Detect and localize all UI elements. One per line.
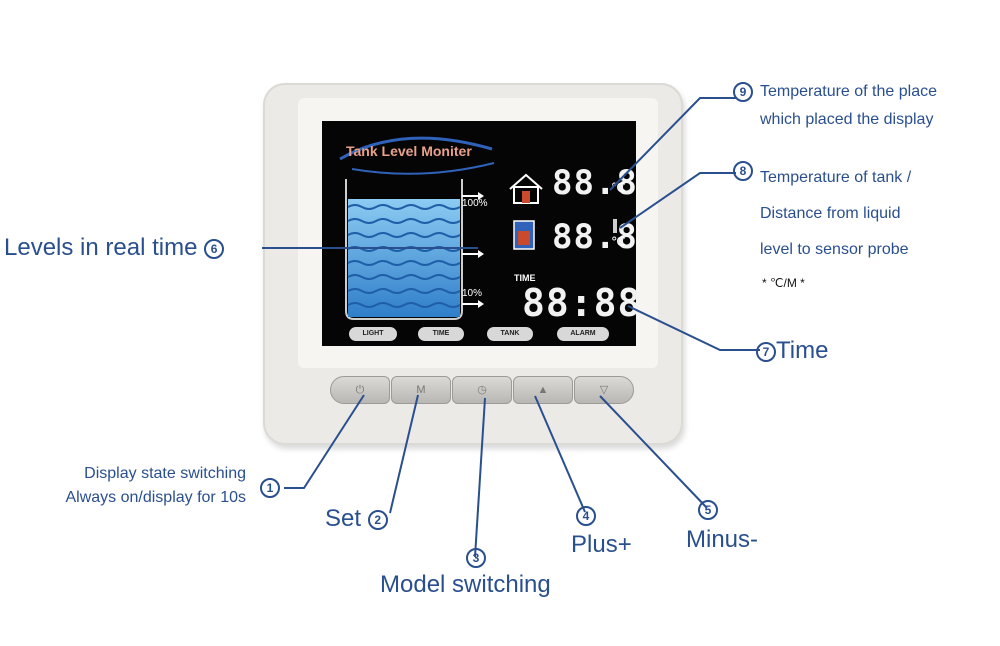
clock-icon: ◷ bbox=[477, 384, 487, 396]
power-icon: ⏻ bbox=[355, 384, 365, 396]
callout-2-number: 2 bbox=[367, 509, 388, 530]
callout-4: 4 bbox=[576, 506, 596, 526]
mode-button[interactable]: ◷ bbox=[452, 376, 512, 404]
plus-icon: ▲ bbox=[537, 384, 549, 396]
callout-9-number: 9 bbox=[733, 82, 753, 102]
power-button[interactable]: ⏻ bbox=[330, 376, 390, 404]
callout-1-number: 1 bbox=[260, 478, 280, 498]
callout-6-number: 6 bbox=[204, 238, 225, 259]
tank-outline bbox=[345, 179, 463, 320]
plus-button[interactable]: ▲ bbox=[513, 376, 573, 404]
level-markers bbox=[462, 192, 484, 308]
menu-icon: M bbox=[416, 384, 426, 396]
callout-5-text: Minus- bbox=[686, 526, 759, 553]
callout-8-line1: Temperature of tank / bbox=[760, 169, 912, 186]
callout-9-line2: which placed the display bbox=[760, 111, 934, 128]
set-button[interactable]: M bbox=[391, 376, 451, 404]
logo-arc-top bbox=[339, 136, 493, 161]
tank-temp-value: 88.8 bbox=[552, 217, 638, 257]
place-temp-unit: ℃ bbox=[611, 180, 626, 195]
callout-7-number: 7 bbox=[756, 341, 776, 362]
water-waves bbox=[347, 204, 461, 308]
level-100-label: 100% bbox=[462, 198, 488, 209]
callout-2: Set 2 bbox=[325, 505, 388, 533]
callout-8-unit: * ℃/M * bbox=[762, 276, 805, 290]
callout-4-number: 4 bbox=[576, 506, 596, 526]
tag-time: TIME bbox=[418, 327, 464, 341]
callout-1-line2: Always on/display for 10s bbox=[65, 489, 246, 506]
time-value: 88:88 bbox=[522, 281, 642, 325]
tank-icon bbox=[513, 220, 535, 250]
callout-4-text: Plus+ bbox=[571, 531, 632, 558]
callout-2-text: Set bbox=[325, 505, 362, 532]
house-icon bbox=[509, 173, 543, 204]
tank-temp-unit: ℃ bbox=[611, 234, 626, 249]
level-10-label: 10% bbox=[462, 288, 483, 299]
callout-1-line1: Display state switching bbox=[84, 465, 246, 482]
lcd-display-graphics bbox=[339, 136, 617, 320]
callout-3-number: 3 bbox=[466, 548, 486, 568]
callout-9-text: Temperature of the place which placed th… bbox=[760, 78, 937, 134]
callout-9-line1: Temperature of the place bbox=[760, 83, 937, 100]
callout-8: 8 bbox=[733, 161, 753, 181]
callout-8-line3: level to sensor probe bbox=[760, 241, 909, 258]
callout-9: 9 bbox=[733, 82, 753, 102]
callout-6: Levels in real time 6 bbox=[4, 234, 225, 262]
callout-1-text: Display state switching Always on/displa… bbox=[8, 462, 246, 510]
callout-3-text: Model switching bbox=[380, 571, 551, 598]
callout-5: 5 bbox=[698, 500, 718, 520]
tag-light: LIGHT bbox=[349, 327, 397, 341]
tag-tank: TANK bbox=[487, 327, 533, 341]
probe-mark bbox=[613, 219, 617, 233]
callout-1: 1 bbox=[260, 478, 280, 498]
callout-8-text: Temperature of tank / Distance from liqu… bbox=[760, 160, 911, 268]
callout-6-text: Levels in real time bbox=[4, 234, 198, 261]
tag-alarm: ALARM bbox=[557, 327, 609, 341]
callout-8-line2: Distance from liquid bbox=[760, 205, 901, 222]
callout-5-number: 5 bbox=[698, 500, 718, 520]
callout-8-number: 8 bbox=[733, 161, 753, 181]
logo-text: Tank Level Moniter bbox=[346, 143, 472, 159]
place-temp-value: 88.8 bbox=[552, 163, 638, 203]
minus-icon: ▽ bbox=[599, 384, 609, 396]
logo-arc-bottom bbox=[351, 162, 495, 175]
callout-3: 3 bbox=[466, 548, 486, 568]
callout-7-text: Time bbox=[776, 337, 829, 364]
time-label: TIME bbox=[514, 273, 536, 283]
